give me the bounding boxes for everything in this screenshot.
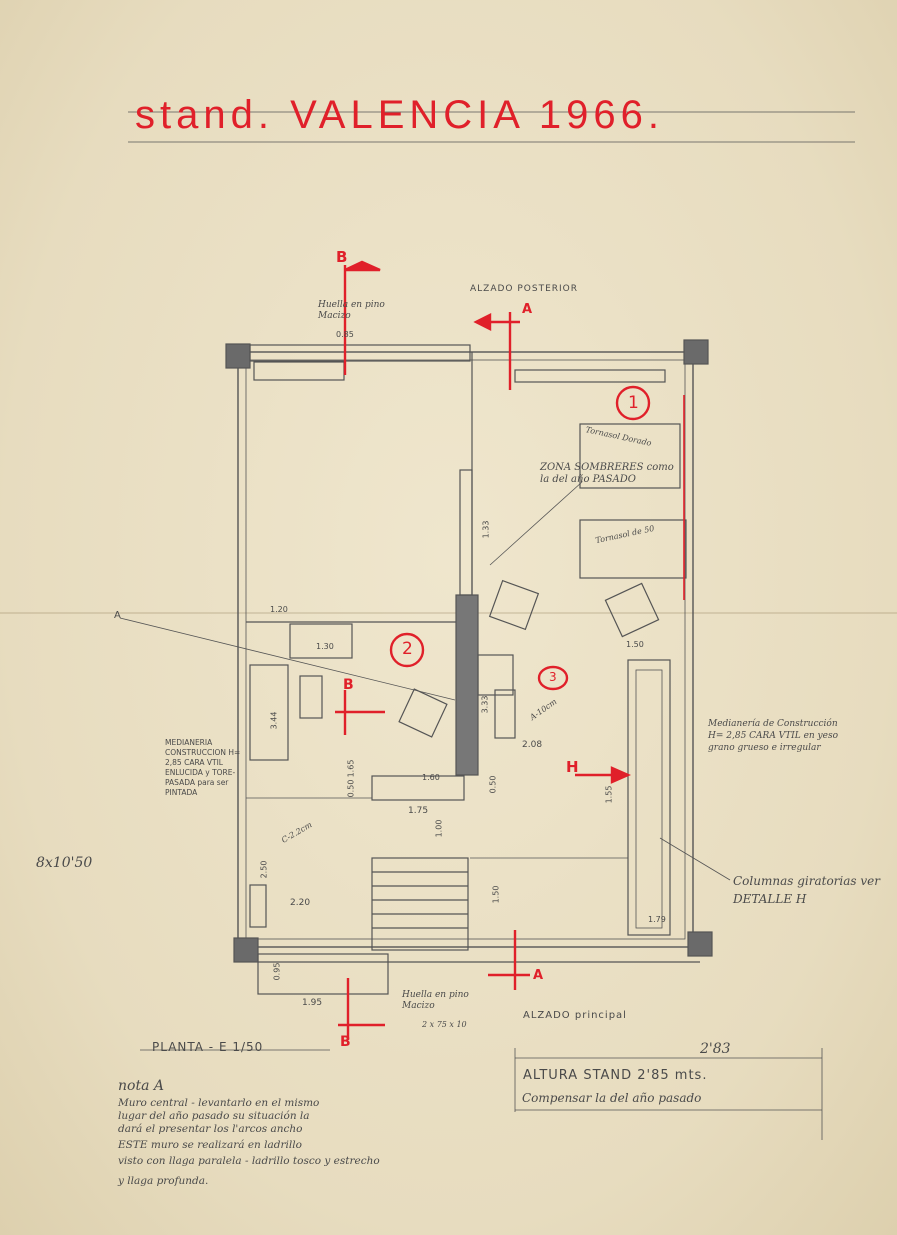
sunshade-strip [459, 469, 473, 596]
dim-label: 0.50 [488, 775, 498, 794]
left-small-box [249, 884, 267, 928]
entry-step [371, 775, 465, 801]
party-wall-right-label: Medianería de Construcción H= 2,85 CARA … [708, 719, 838, 753]
section-marker-b-mid: B [343, 677, 354, 693]
hatched-label: A [114, 610, 121, 621]
section-marker-a-bottom: A [533, 968, 544, 983]
note-line: visto con llaga paralela - ladrillo tosc… [118, 1155, 380, 1167]
top-beam [249, 344, 471, 362]
chair-2 [604, 582, 660, 638]
chair-3 [398, 688, 448, 738]
dim-label: 1.75 [408, 806, 429, 816]
dim-label: 2.50 [259, 860, 269, 879]
scale-label: PLANTA - E 1/50 [152, 1040, 264, 1054]
columns-leader [659, 837, 731, 881]
dim-label: 1.55 [604, 785, 614, 804]
dim-label: 1.20 [270, 605, 288, 614]
note-line: dará el presentar los l'arcos ancho [118, 1123, 303, 1135]
dim-label: 1.50 [626, 640, 644, 649]
dim-label: 3.44 [269, 711, 279, 730]
sunshade-leader [489, 481, 583, 566]
column-strip [627, 659, 671, 936]
main-elevation-label: ALZADO principal [523, 1010, 627, 1021]
section-a-top-arrow [473, 313, 492, 331]
dim-label: 1.33 [481, 520, 491, 539]
note-line: y llaga profunda. [118, 1175, 209, 1187]
dim-label: 1.79 [648, 915, 666, 924]
paper-fold [0, 612, 897, 614]
left-cabinet [249, 664, 289, 761]
outer-walls [237, 351, 694, 948]
room3-panel [494, 689, 516, 739]
dim-label: 3.33 [480, 695, 490, 714]
footprint-top-label: Huella en pino Macizo [318, 300, 385, 321]
dim-label: 0.85 [336, 330, 354, 339]
stand-height-sub: Compensar la del año pasado [522, 1091, 702, 1105]
room-1-label: 1 [628, 393, 639, 413]
sunshade-zone-label: ZONA SOMBRERES como la del año PASADO [540, 462, 674, 485]
dim-label: 1.65 [346, 759, 356, 778]
dim-label: 1.50 [491, 885, 501, 904]
section-marker-h: H [566, 758, 579, 776]
chair-1 [488, 579, 540, 631]
section-b-top-arrow [344, 260, 381, 272]
room3-box [477, 654, 514, 696]
room-2-label: 2 [402, 639, 413, 659]
note-line: lugar del año pasado su situación la [118, 1110, 310, 1122]
left-box [299, 675, 323, 719]
dim-label: 0.95 [272, 962, 282, 981]
room-1-circle [615, 385, 651, 421]
drawing-title: stand. VALENCIA 1966. [135, 93, 664, 137]
central-wall [455, 594, 479, 776]
top-planter [253, 361, 345, 381]
room-3-circle [537, 665, 569, 691]
dim-label: 2.08 [522, 740, 543, 750]
dim-label: 0.50 [346, 779, 356, 798]
room-2-circle [389, 632, 425, 668]
bottom-beam [257, 953, 389, 995]
section-h-arrow [610, 766, 631, 784]
section-marker-b-top: B [336, 248, 348, 266]
room-3-label: 3 [549, 670, 557, 684]
footprint-bottom-dims: 2 x 75 x 10 [422, 1020, 467, 1029]
section-marker-a-top: A [522, 302, 533, 317]
dim-label: 1.30 [316, 642, 334, 651]
note-line: ESTE muro se realizará en ladrillo [118, 1139, 302, 1151]
dim-label: 1.95 [302, 998, 323, 1008]
dim-label: 1.00 [434, 819, 444, 838]
size-label: 8x10'50 [36, 855, 93, 871]
party-wall-left-label: MEDIANERIA CONSTRUCCION H= 2,85 CARA VTI… [165, 738, 241, 797]
corner-post-tr [683, 339, 709, 365]
stairs [371, 857, 469, 951]
room2-furniture [289, 623, 353, 659]
stand-height-value: 2'83 [700, 1041, 731, 1057]
columns-label: Columnas giratorias ver DETALLE H [733, 874, 880, 906]
corner-post-tl [225, 343, 251, 369]
dim-label: 2.20 [290, 898, 311, 908]
corner-post-br [687, 931, 713, 957]
rear-elevation-label: ALZADO POSTERIOR [470, 284, 579, 294]
rear-counter [514, 369, 666, 383]
column-strip-inner [635, 669, 663, 929]
note-line: Muro central - levantarlo en el mismo [118, 1097, 320, 1109]
inner-walls [245, 359, 686, 940]
section-marker-b-bottom: B [340, 1034, 351, 1050]
stand-height-label: ALTURA STAND 2'85 mts. [523, 1068, 708, 1083]
corner-post-bl [233, 937, 259, 963]
dim-label: 1.60 [422, 773, 440, 782]
table-2 [579, 519, 687, 579]
table-1 [579, 423, 681, 489]
note-heading: nota A [118, 1078, 164, 1094]
section-leader [119, 617, 456, 701]
footprint-bottom-label: Huella en pino Macizo [402, 990, 469, 1011]
